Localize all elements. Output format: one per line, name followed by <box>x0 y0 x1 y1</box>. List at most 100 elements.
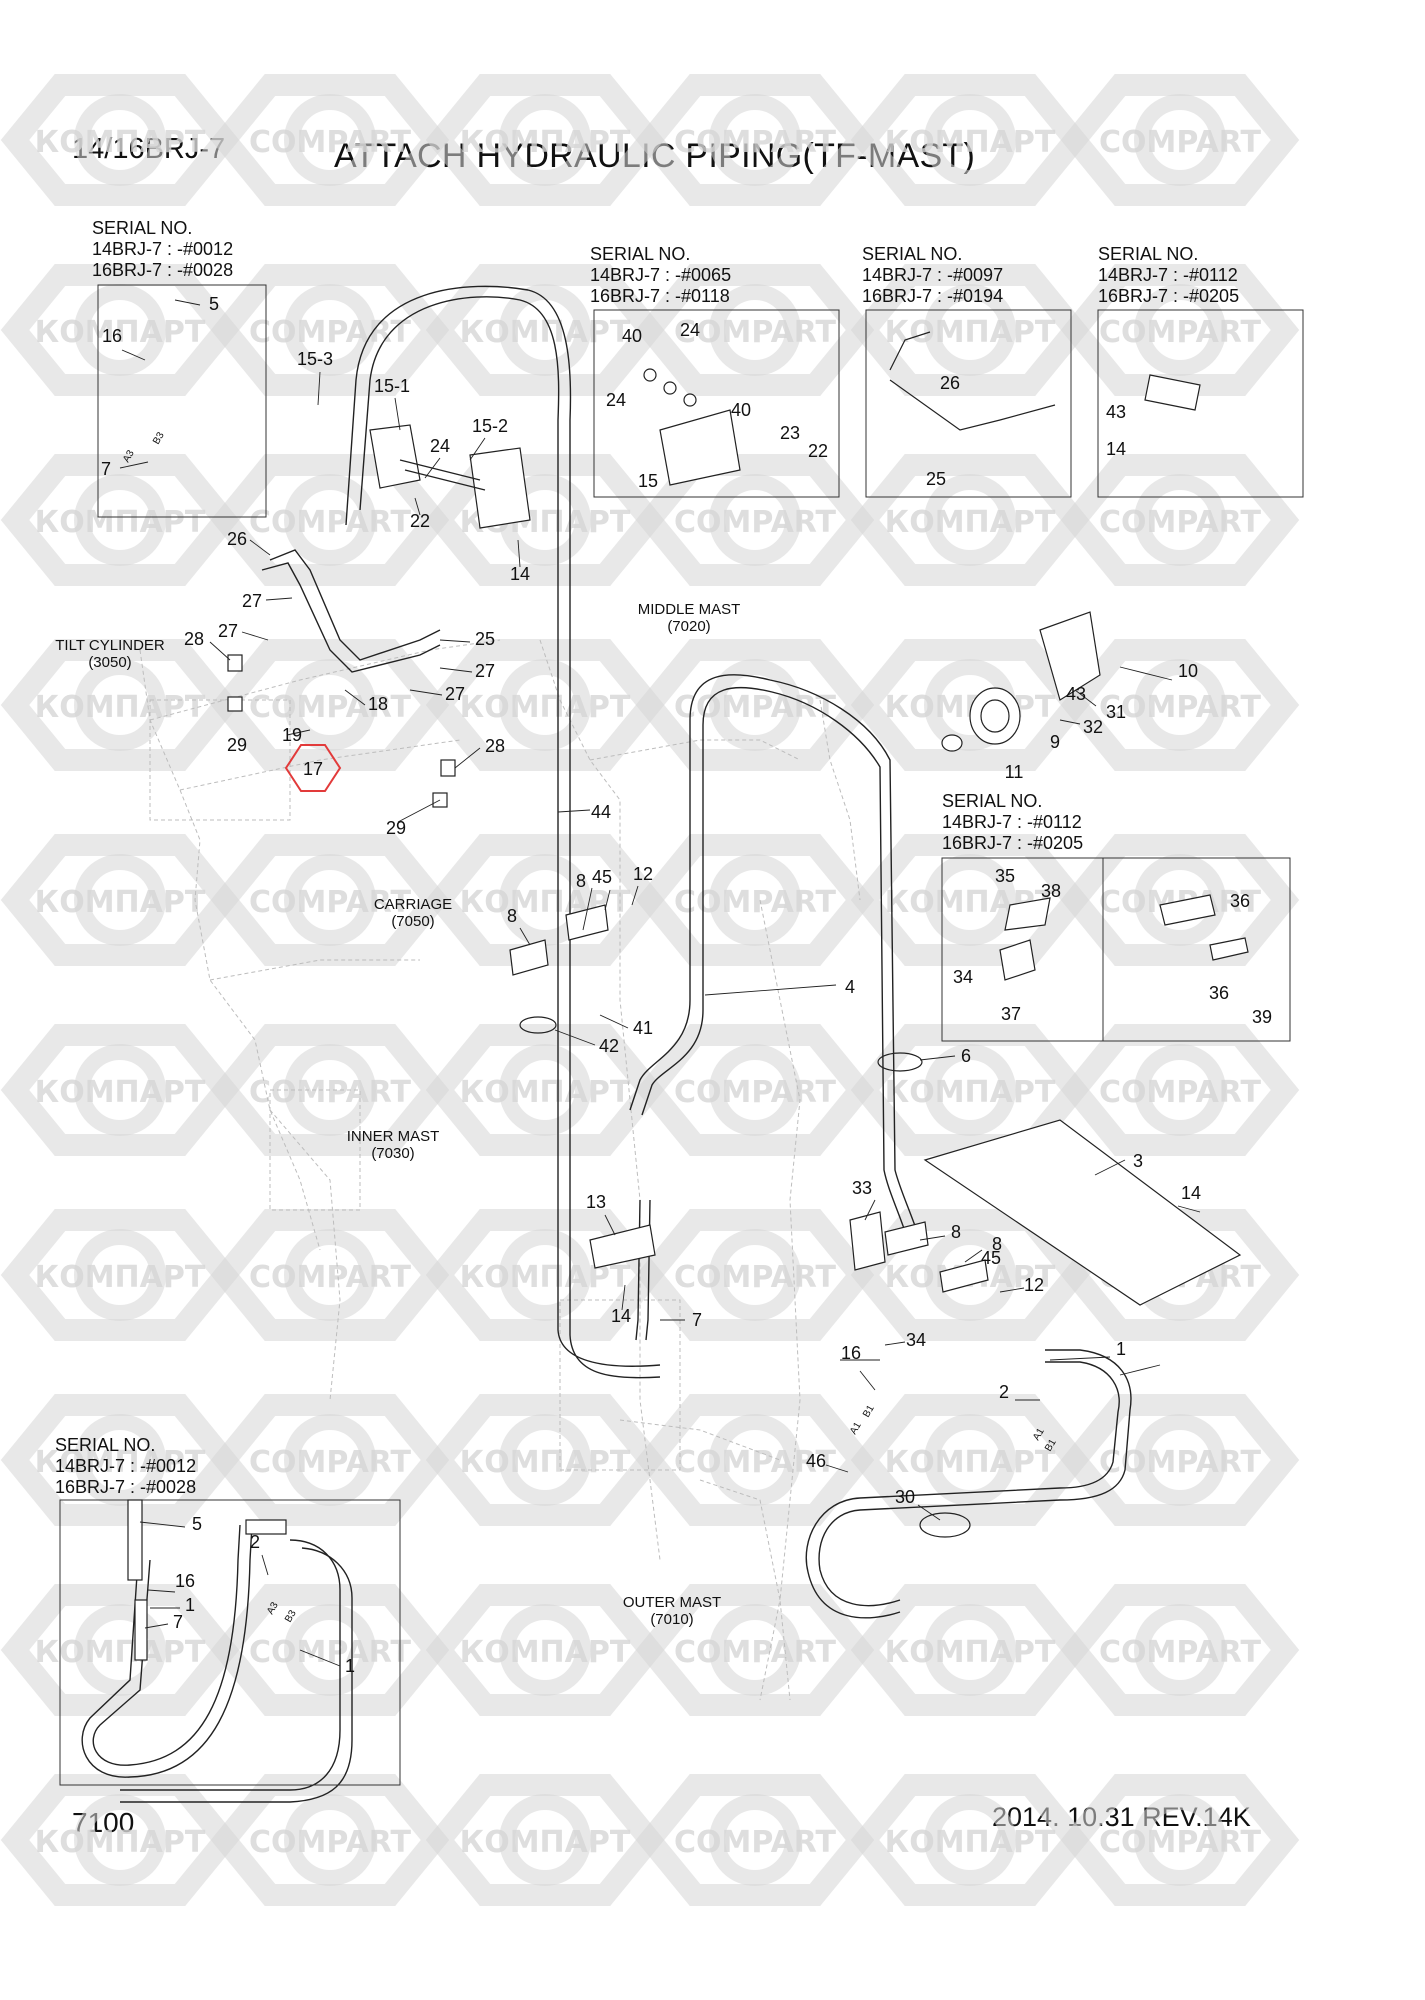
part-callout-15-3[interactable]: 15-3 <box>297 349 333 369</box>
part-callout-38[interactable]: 38 <box>1041 881 1061 901</box>
part-callout-25[interactable]: 25 <box>926 469 946 489</box>
watermark-tile: COMPART <box>635 1774 875 1906</box>
part-callout-15[interactable]: 15 <box>638 471 658 491</box>
part-callout-27[interactable]: 27 <box>475 661 495 681</box>
part-callout-40[interactable]: 40 <box>731 400 751 420</box>
watermark-text: COMPART <box>674 505 837 540</box>
watermark-tile: КОМПАРТ <box>0 1209 240 1341</box>
part-callout-16[interactable]: 16 <box>175 1571 195 1591</box>
part-callout-29[interactable]: 29 <box>386 818 406 838</box>
part-callout-26[interactable]: 26 <box>940 373 960 393</box>
watermark-tile: COMPART <box>1060 264 1300 396</box>
part-callout-8[interactable]: 8 <box>992 1234 1002 1254</box>
part-callout-1[interactable]: 1 <box>185 1595 195 1615</box>
part-callout-16[interactable]: 16 <box>102 326 122 346</box>
part-callout-26[interactable]: 26 <box>227 529 247 549</box>
part-callout-22[interactable]: 22 <box>808 441 828 461</box>
watermark-text: КОМПАРТ <box>885 1825 1056 1860</box>
part-callout-2[interactable]: 2 <box>250 1532 260 1552</box>
part-callout-14[interactable]: 14 <box>1106 439 1126 459</box>
part-callout-41[interactable]: 41 <box>633 1018 653 1038</box>
part-callout-13[interactable]: 13 <box>586 1192 606 1212</box>
leader-line <box>1049 1356 1111 1361</box>
part-callout-4[interactable]: 4 <box>845 977 855 997</box>
part-callout-14[interactable]: 14 <box>611 1306 631 1326</box>
part-callout-5[interactable]: 5 <box>192 1514 202 1534</box>
part-callout-7[interactable]: 7 <box>101 459 111 479</box>
part-callout-43[interactable]: 43 <box>1066 684 1086 704</box>
watermark-text: КОМПАРТ <box>35 1075 206 1110</box>
part-callout-30[interactable]: 30 <box>895 1487 915 1507</box>
part-callout-34[interactable]: 34 <box>906 1330 926 1350</box>
part-callout-22[interactable]: 22 <box>410 511 430 531</box>
part-callout-12[interactable]: 12 <box>1024 1275 1044 1295</box>
watermark-tile: COMPART <box>1060 454 1300 586</box>
part-callout-24[interactable]: 24 <box>680 320 700 340</box>
part-callout-33[interactable]: 33 <box>852 1178 872 1198</box>
watermark-text: КОМПАРТ <box>35 125 206 160</box>
part-callout-6[interactable]: 6 <box>961 1046 971 1066</box>
part-callout-23[interactable]: 23 <box>780 423 800 443</box>
part-callout-40[interactable]: 40 <box>622 326 642 346</box>
part-callout-27[interactable]: 27 <box>218 621 238 641</box>
part-callout-31[interactable]: 31 <box>1106 702 1126 722</box>
serial-title: SERIAL NO. <box>942 791 1042 811</box>
part-callout-24[interactable]: 24 <box>430 436 450 456</box>
part-callout-18[interactable]: 18 <box>368 694 388 714</box>
part-callout-8[interactable]: 8 <box>507 906 517 926</box>
part-callout-43[interactable]: 43 <box>1106 402 1126 422</box>
part-callout-15-2[interactable]: 15-2 <box>472 416 508 436</box>
part-callout-44[interactable]: 44 <box>591 802 611 822</box>
part-callout-36[interactable]: 36 <box>1230 891 1250 911</box>
part-callout-14[interactable]: 14 <box>510 564 530 584</box>
part-callout-27[interactable]: 27 <box>445 684 465 704</box>
part-callout-35[interactable]: 35 <box>995 866 1015 886</box>
part-callout-7[interactable]: 7 <box>692 1310 702 1330</box>
part-callout-highlighted[interactable]: 17 <box>303 759 323 779</box>
part-callout-37[interactable]: 37 <box>1001 1004 1021 1024</box>
part-callout-24[interactable]: 24 <box>606 390 626 410</box>
part-callout-2[interactable]: 2 <box>999 1382 1009 1402</box>
watermark-text: COMPART <box>1099 690 1262 725</box>
part-callout-1[interactable]: 1 <box>1116 1339 1126 1359</box>
leader-line <box>414 497 421 516</box>
part-callout-46[interactable]: 46 <box>806 1451 826 1471</box>
part-callout-10[interactable]: 10 <box>1178 661 1198 681</box>
part-callout-45[interactable]: 45 <box>592 867 612 887</box>
part-callout-9[interactable]: 9 <box>1050 732 1060 752</box>
part-callout-25[interactable]: 25 <box>475 629 495 649</box>
part-callout-32[interactable]: 32 <box>1083 717 1103 737</box>
part-callout-39[interactable]: 39 <box>1252 1007 1272 1027</box>
part-callout-1[interactable]: 1 <box>345 1656 355 1676</box>
serial-title: SERIAL NO. <box>55 1435 155 1455</box>
part-callout-42[interactable]: 42 <box>599 1036 619 1056</box>
leader-line <box>454 747 481 769</box>
part-callout-12[interactable]: 12 <box>633 864 653 884</box>
part-callout-15-1[interactable]: 15-1 <box>374 376 410 396</box>
part-callout-5[interactable]: 5 <box>209 294 219 314</box>
part-callout-11[interactable]: 11 <box>1005 762 1024 782</box>
part-callout-36[interactable]: 36 <box>1209 983 1229 1003</box>
part-callout-28[interactable]: 28 <box>485 736 505 756</box>
watermark-tile: КОМПАРТ <box>0 639 240 771</box>
part-callout-7[interactable]: 7 <box>173 1612 183 1632</box>
part-callout-16[interactable]: 16 <box>841 1343 861 1363</box>
part-callout-28[interactable]: 28 <box>184 629 204 649</box>
watermark-tile: КОМПАРТ <box>425 1024 665 1156</box>
part-callout-19[interactable]: 19 <box>282 725 302 745</box>
watermark-tile: КОМПАРТ <box>425 834 665 966</box>
serial-line2: 16BRJ-7 : -#0194 <box>862 286 1003 306</box>
part-callout-3[interactable]: 3 <box>1133 1151 1143 1171</box>
serial-title: SERIAL NO. <box>92 218 192 238</box>
watermark-text: COMPART <box>249 1075 412 1110</box>
part-callout-45[interactable]: 45 <box>981 1248 1001 1268</box>
part-callout-27[interactable]: 27 <box>242 591 262 611</box>
watermark-text: COMPART <box>674 1075 837 1110</box>
part-callout-29[interactable]: 29 <box>227 735 247 755</box>
part-callout-8[interactable]: 8 <box>576 871 586 891</box>
leader-line <box>121 349 146 361</box>
part-callout-34[interactable]: 34 <box>953 967 973 987</box>
part-callout-14[interactable]: 14 <box>1181 1183 1201 1203</box>
leader-line <box>439 667 473 673</box>
part-callout-8[interactable]: 8 <box>951 1222 961 1242</box>
